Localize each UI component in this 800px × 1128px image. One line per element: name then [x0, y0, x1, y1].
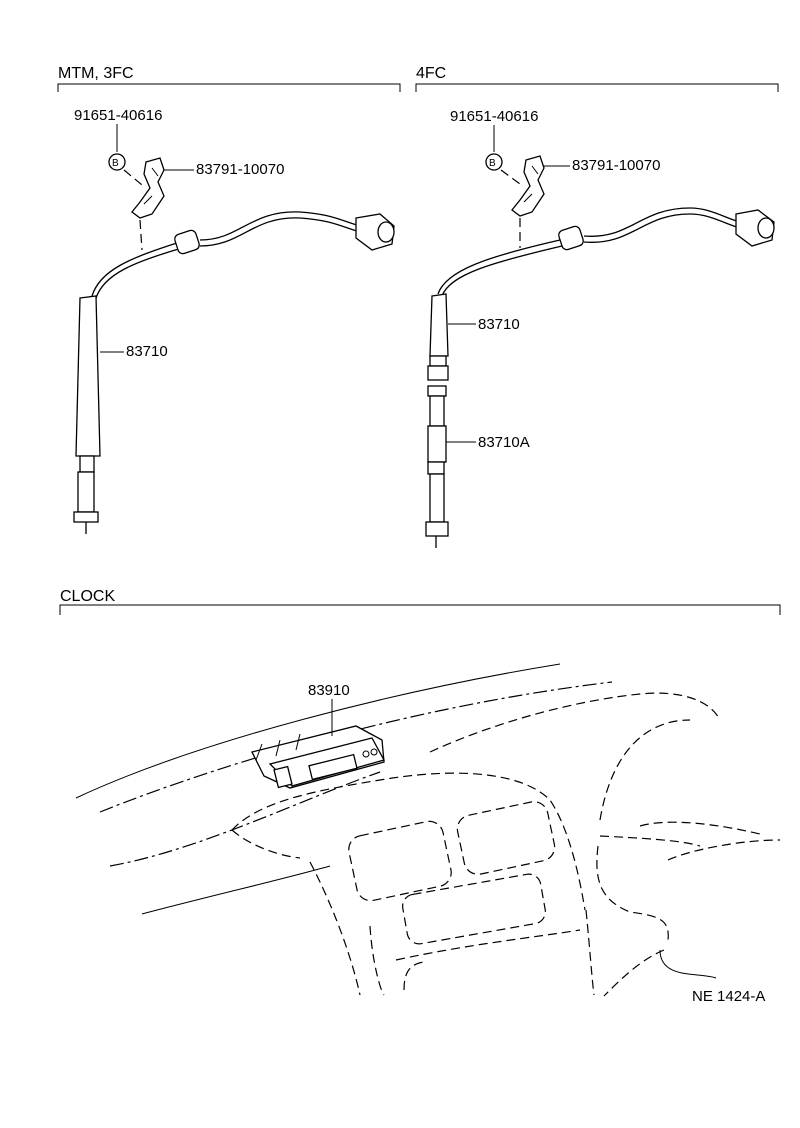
grommet-icon: [174, 229, 200, 255]
section-title-clock: CLOCK: [60, 588, 115, 605]
bolt-icon: [485, 153, 503, 171]
dashboard-illustration: 83910: [75, 663, 781, 997]
grommet-icon: [558, 225, 584, 251]
radio-opening: [402, 873, 546, 945]
cable-extension-part-number: 83710A: [478, 434, 530, 451]
cable-sheath: [429, 293, 449, 357]
section-title-4fc: 4FC: [416, 65, 446, 82]
center-vent-left: [348, 820, 452, 902]
clock-display: [308, 753, 358, 781]
bolt-symbol: B: [489, 158, 496, 169]
cable-part-number: 83710: [478, 316, 520, 333]
section-title-mtm-3fc: MTM, 3FC: [58, 65, 134, 82]
bolt-part-number: 91651-40616: [74, 107, 162, 124]
cable-sheath: [75, 295, 101, 457]
left-assembly: 91651-40616 B 83791-10070 83710: [73, 107, 395, 534]
speedometer-cable: [91, 241, 181, 297]
clamp-part-number: 83791-10070: [572, 157, 660, 174]
clamp-icon: [131, 157, 165, 219]
clamp-icon: [511, 155, 545, 217]
section-header-clock: CLOCK: [59, 588, 781, 615]
cable-part-number: 83710: [126, 343, 168, 360]
cable-extension: [427, 425, 447, 463]
bolt-part-number: 91651-40616: [450, 108, 538, 125]
cable-end-fitting: [425, 521, 449, 537]
center-vent-right: [456, 801, 556, 875]
clock-unit: [251, 725, 385, 789]
cable-end-fitting: [73, 511, 99, 523]
clock-part-number: 83910: [308, 682, 350, 699]
right-assembly: 91651-40616 B 83791-10070 83710 83710A: [425, 108, 775, 548]
section-header-left: MTM, 3FC: [57, 65, 401, 92]
bolt-icon: [108, 153, 126, 171]
drawing-code: NE 1424-A: [692, 988, 765, 1005]
clamp-part-number: 83791-10070: [196, 161, 284, 178]
section-header-right: 4FC: [415, 65, 779, 92]
bolt-symbol: B: [112, 158, 119, 169]
speedometer-cable: [437, 239, 561, 295]
coupling-nut-icon: [427, 365, 449, 381]
